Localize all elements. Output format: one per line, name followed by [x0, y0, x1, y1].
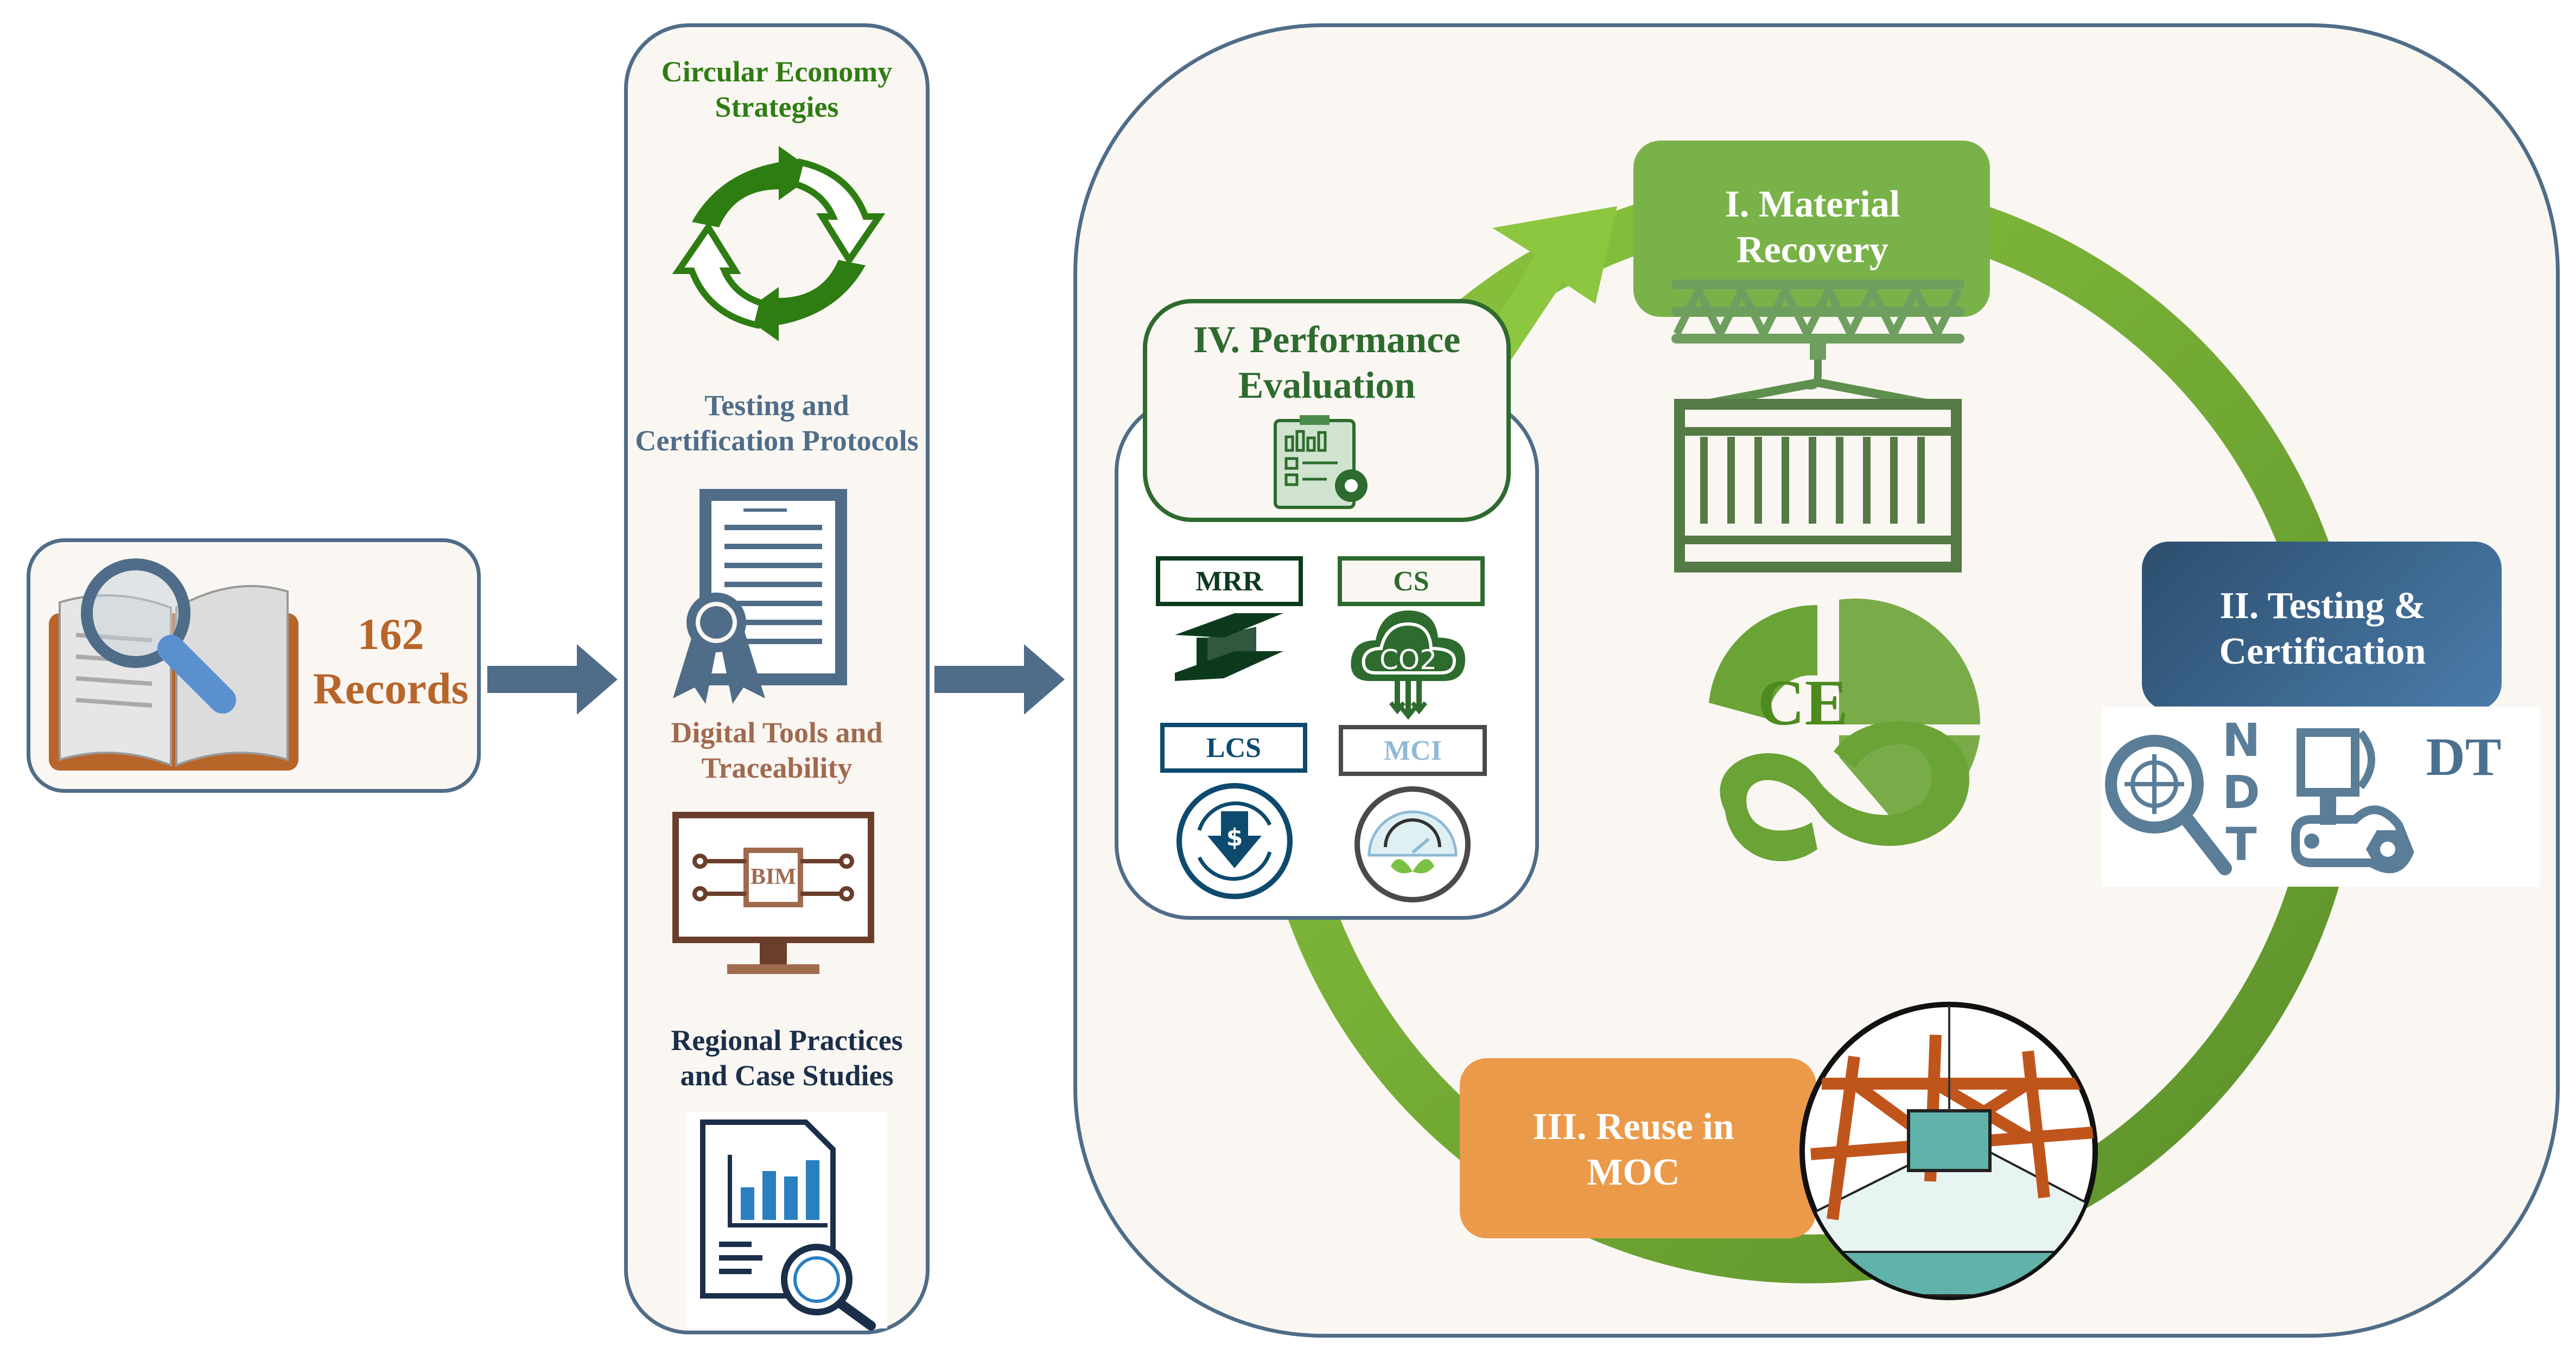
dt-label: DT	[2426, 727, 2502, 787]
co2-label: CO2	[1379, 644, 1437, 676]
cost-saving-icon: $	[1176, 783, 1293, 899]
recycle-arrows-icon	[672, 146, 886, 341]
strategy-title-ce: Circular Economy Strategies	[661, 55, 893, 123]
stage-1-title: I. Material Recovery	[1725, 183, 1900, 271]
dt-robot-wrench-icon	[2291, 728, 2414, 874]
metric-mci: MCI	[1339, 725, 1487, 776]
metric-lcs: LCS	[1160, 723, 1307, 773]
ce-logo-icon: CE	[1709, 599, 1981, 862]
modular-construction-icon	[1799, 1002, 2098, 1300]
bim-monitor-icon: BIM	[672, 812, 874, 974]
dollar-label: $	[1226, 824, 1243, 851]
stage-3-title: III. Reuse in MOC	[1532, 1106, 1734, 1193]
records-count: 162	[357, 609, 424, 659]
flow-arrow-2	[934, 644, 1065, 715]
co2-cloud-icon: CO2	[1351, 610, 1465, 720]
stage-2-title: II. Testing & Certification	[2219, 585, 2426, 672]
book-magnifier-icon	[49, 558, 298, 771]
gauge-leaf-icon	[1354, 786, 1471, 902]
crane-container-icon	[1671, 279, 1964, 572]
clipboard-chart-gear-icon	[1274, 415, 1367, 509]
bim-label: BIM	[750, 864, 796, 889]
strategy-title-testing: Testing and Certification Protocols	[635, 389, 919, 457]
flow-arrow-1	[487, 644, 618, 715]
steel-beam-icon	[1175, 613, 1283, 681]
records-label: Records	[313, 664, 469, 713]
strategy-title-regional: Regional Practices and Case Studies	[671, 1024, 903, 1092]
metric-cs: CS	[1338, 556, 1485, 606]
ndt-label: NDT	[2222, 714, 2261, 871]
certificate-icon	[673, 489, 847, 704]
stage-reuse-moc	[1460, 1058, 1816, 1238]
strategy-title-digital: Digital Tools and Traceability	[671, 716, 883, 784]
ce-logo-text: CE	[1758, 666, 1848, 739]
metric-mrr: MRR	[1156, 556, 1303, 606]
stage-4-title: IV. Performance Evaluation	[1193, 319, 1461, 406]
ndt-magnifier-icon	[2105, 735, 2232, 875]
stage-testing-certification	[2142, 542, 2502, 710]
report-analysis-icon	[686, 1111, 887, 1331]
